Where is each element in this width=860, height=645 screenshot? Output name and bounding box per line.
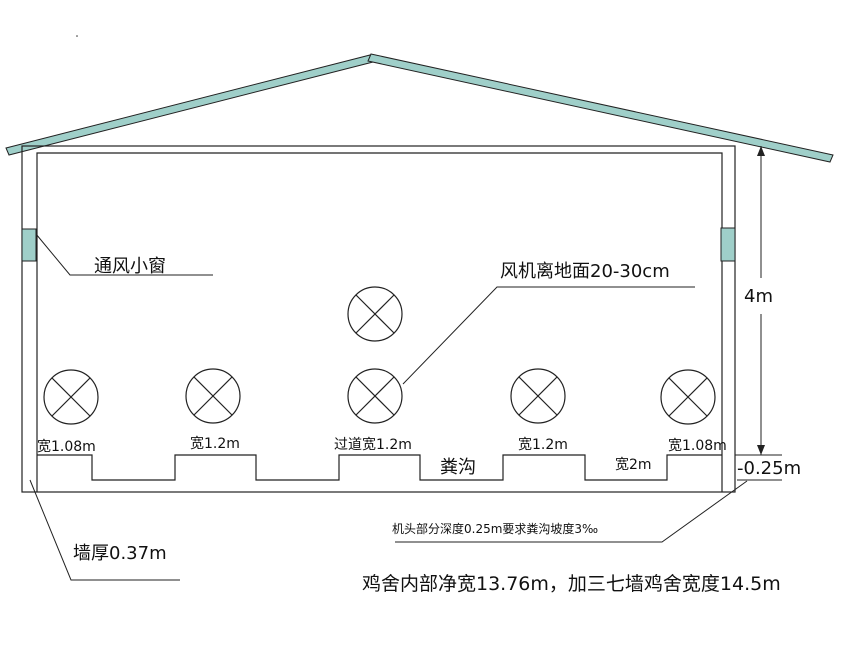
width-label-6: 宽1.08m [668, 437, 727, 454]
width-label-5: 宽2m [615, 456, 652, 473]
roof-right-panel [367, 53, 834, 163]
width-label-2: 宽1.2m [190, 435, 240, 452]
wall-thickness-label: 墙厚0.37m [73, 543, 167, 564]
vent-window-right-icon [720, 227, 736, 262]
fan-icon [185, 368, 241, 424]
vent-window-left-icon [21, 228, 37, 262]
floor-trench-profile [37, 454, 722, 481]
trench-note-leader [395, 480, 748, 543]
fan-icon [347, 368, 403, 424]
height-label-bg [740, 278, 780, 314]
height-label: 4m [744, 286, 773, 307]
fan-icon [43, 369, 99, 425]
stray-dot [76, 35, 78, 37]
roof-left-panel [5, 54, 374, 156]
width-label-3: 过道宽1.2m [334, 436, 412, 453]
depth-label: -0.25m [737, 458, 801, 479]
vent-window-leader [35, 233, 213, 276]
manure-ditch-label: 粪沟 [440, 457, 476, 478]
fan-height-leader [402, 286, 695, 385]
summary-text: 鸡舍内部净宽13.76m，加三七墙鸡舍宽度14.5m [362, 573, 781, 595]
height-arrow-bottom [757, 445, 765, 455]
outer-wall [21, 145, 736, 493]
trench-note: 机头部分深度0.25m要求粪沟坡度3‰ [392, 521, 598, 536]
fan-icon [660, 369, 716, 425]
fan-icon [510, 368, 566, 424]
fan-height-label: 风机离地面20-30cm [500, 261, 670, 282]
wall-thickness-leader [29, 479, 180, 581]
height-arrow-top [757, 146, 765, 156]
width-label-4: 宽1.2m [518, 436, 568, 453]
width-label-1: 宽1.08m [37, 438, 96, 455]
inner-wall [36, 152, 723, 492]
fan-icon [347, 286, 403, 342]
vent-window-label: 通风小窗 [94, 256, 166, 277]
